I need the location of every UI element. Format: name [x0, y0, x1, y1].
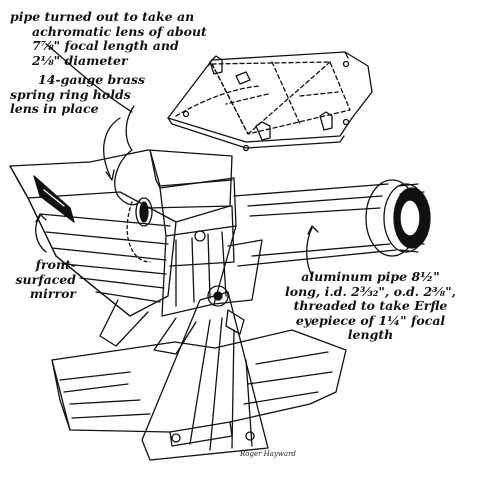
wing-nut	[225, 309, 245, 335]
label-aluminum: aluminum pipe 8½" long, i.d. 2³⁄₃₂", o.d…	[268, 269, 473, 343]
base-plank	[51, 329, 347, 447]
label-ring-line-1: 14-gauge brass	[38, 72, 146, 87]
label-ring-line-2: spring ring holds	[10, 86, 131, 102]
label-pipe-line-4: 2⅛" diameter	[32, 52, 128, 68]
label-aluminum-line-5: length	[347, 327, 394, 342]
label-ring-line-3: lens in place	[10, 101, 99, 116]
label-mirror-line-1: front-	[35, 257, 76, 272]
lens-ring	[126, 197, 153, 263]
label-pipe-line-1: pipe turned out to take an	[10, 9, 195, 24]
label-aluminum-line-1: aluminum pipe 8½"	[301, 269, 440, 284]
lens-block	[149, 149, 263, 317]
label-aluminum-line-4: eyepiece of 1¼" focal	[295, 312, 446, 328]
support-legs	[99, 299, 197, 355]
adjustment-knob	[207, 285, 229, 307]
label-pipe: pipe turned out to take an achromatic le…	[10, 9, 207, 68]
erfle-eyepiece	[365, 179, 431, 257]
arrow-mirror	[35, 213, 47, 223]
label-aluminum-line-3: threaded to take Erfle	[293, 298, 448, 313]
label-mirror: front- surfaced mirror	[10, 257, 77, 302]
leader-tube	[306, 227, 313, 277]
leader-ring	[103, 117, 121, 177]
front-surfaced-mirror	[33, 175, 75, 223]
label-ring: 14-gauge brass spring ring holds lens in…	[10, 72, 146, 117]
label-mirror-line-3: mirror	[29, 286, 76, 301]
mount-bracket-exploded	[167, 51, 373, 152]
spring-ring-loop	[114, 105, 141, 206]
label-pipe-line-2: achromatic lens of about	[32, 23, 207, 39]
leader-mirror	[35, 215, 47, 253]
leader-pipe	[45, 43, 133, 113]
artist-signature: Roger Hayward	[240, 450, 296, 458]
arrow-ring	[105, 169, 115, 181]
screw-top	[194, 230, 206, 242]
aluminum-tube	[233, 183, 397, 267]
label-mirror-line-2: surfaced	[15, 271, 77, 287]
label-pipe-line-3: 7⅞" focal length and	[32, 38, 179, 53]
arrow-tube	[307, 225, 319, 235]
front-upright	[141, 291, 269, 461]
label-aluminum-line-2: long, i.d. 2³⁄₃₂", o.d. 2⅜",	[284, 283, 456, 299]
